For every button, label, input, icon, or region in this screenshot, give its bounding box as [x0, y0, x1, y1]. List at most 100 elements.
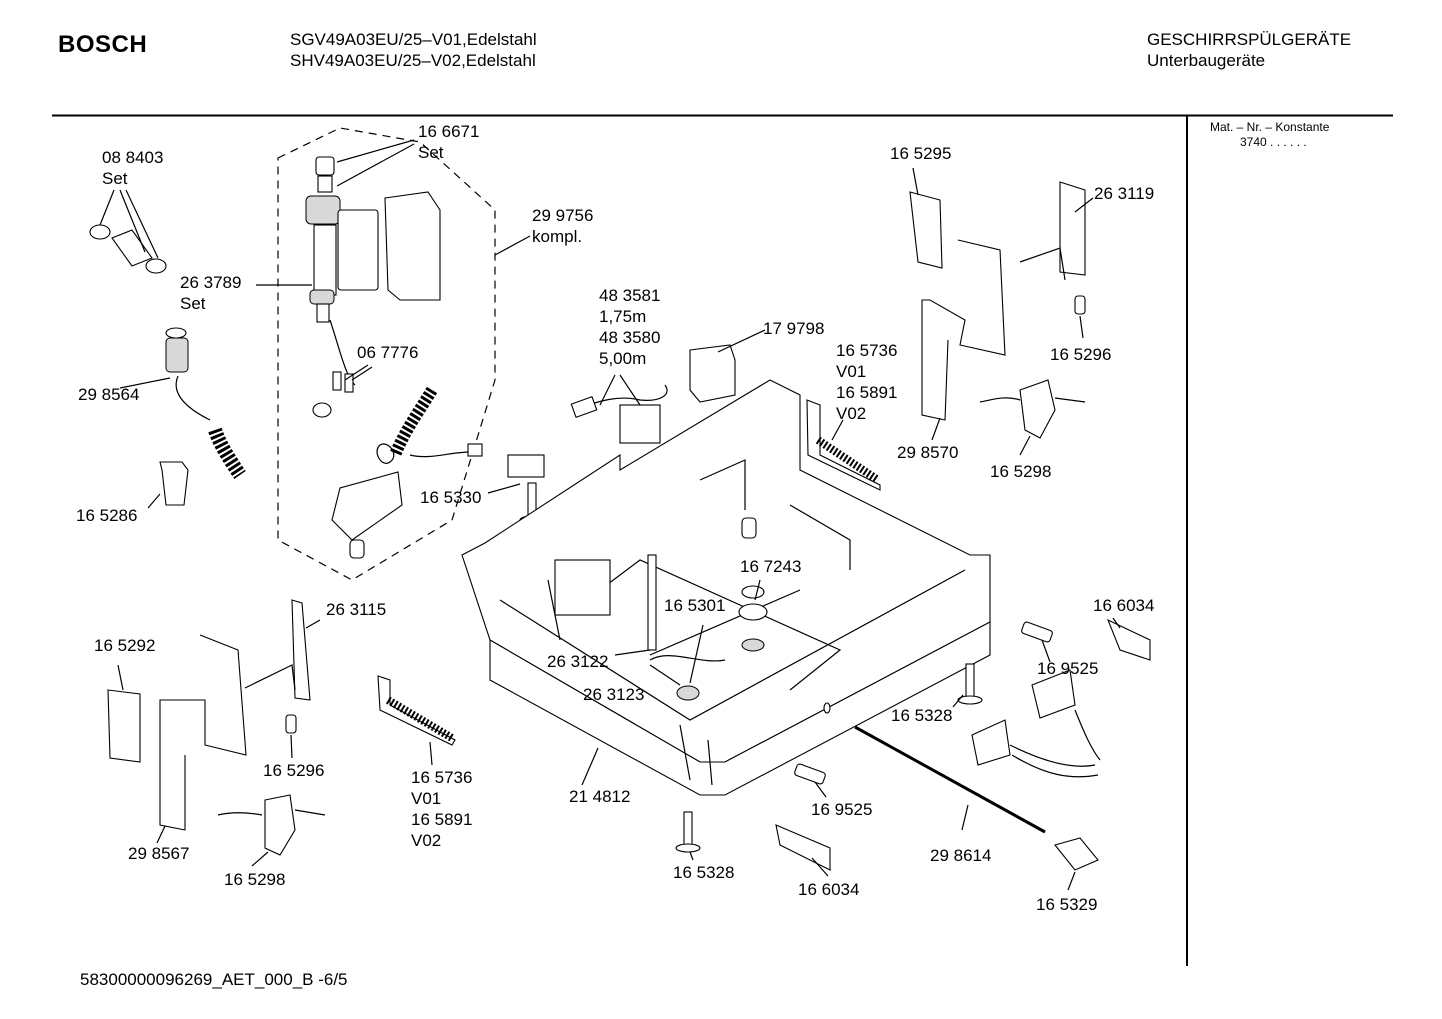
bracket-29-8567-part — [159, 634, 247, 831]
plug-part — [570, 395, 598, 419]
part-label-17-9798: 17 9798 — [763, 319, 825, 338]
spring-part — [806, 399, 881, 491]
part-label-16-5286: 16 5286 — [76, 506, 138, 525]
hose-clamp-set-part — [89, 224, 167, 274]
part-label-16-5736-left: 16 5736 V01 16 5891 V02 — [411, 768, 473, 850]
part-label-29-8614: 29 8614 — [930, 846, 992, 865]
plug-housing-part — [971, 719, 1011, 766]
float-part — [741, 638, 765, 652]
part-label-06-7776: 06 7776 — [357, 343, 419, 362]
clip-16-5286-part — [159, 461, 189, 506]
part-label-21-4812: 21 4812 — [569, 787, 631, 806]
bracket-26-3119-edge — [1019, 247, 1066, 281]
part-label-26-3122: 26 3122 — [547, 652, 609, 671]
cable-part — [409, 451, 471, 458]
screw-head-part — [957, 695, 983, 705]
part-label-16-5328-bottom: 16 5328 — [673, 863, 735, 882]
base-tub-part — [461, 379, 991, 796]
brand-logo: BOSCH — [58, 31, 148, 58]
part-label-16-6034: 16 6034 — [1093, 596, 1155, 615]
lever-part — [649, 655, 726, 662]
connector-part — [332, 371, 342, 391]
part-label-16-5292: 16 5292 — [94, 636, 156, 655]
part-label-16-5301: 16 5301 — [664, 596, 726, 615]
holder-16-5292-part — [107, 689, 141, 763]
part-label-48-3581: 48 3581 1,75m 48 3580 5,00m — [599, 286, 661, 368]
bracket-part — [331, 471, 403, 541]
bracket-29-8570-part — [921, 239, 1006, 421]
part-label-26-3115: 26 3115 — [326, 600, 387, 619]
part-label-16-5736: 16 5736 V01 16 5891 V02 — [836, 341, 898, 423]
cable-part — [294, 809, 326, 816]
seal-part — [738, 603, 768, 621]
part-label-16-5296-left: 16 5296 — [263, 761, 325, 780]
bracket-26-3119-part — [1059, 181, 1086, 276]
disc-part — [676, 685, 700, 701]
cable-part — [979, 397, 1021, 403]
category-line-2: Unterbaugeräte — [1147, 51, 1266, 70]
holder-16-5295-part — [909, 191, 943, 269]
cable-part — [217, 812, 263, 816]
clip-16-5296-part — [1074, 295, 1086, 315]
part-label-26-3789: 26 3789 Set — [180, 273, 242, 313]
connector-16-6034-bottom-part — [775, 824, 831, 871]
clip-16-5296-left-part — [285, 714, 297, 734]
part-label-16-9525: 16 9525 — [1037, 659, 1099, 678]
part-label-16-5329: 16 5329 — [1036, 895, 1098, 914]
wire-bundle-part — [1009, 744, 1096, 767]
part-label-08-8403: 08 8403 Set — [102, 148, 164, 188]
part-label-16-5330: 16 5330 — [420, 488, 482, 507]
nut-part — [312, 402, 332, 418]
screw-16-5328-bottom-part — [683, 811, 693, 847]
part-label-26-3119: 26 3119 — [1094, 184, 1155, 203]
cap-16-5329-part — [1054, 837, 1099, 871]
bellows-hose-part — [165, 327, 246, 479]
rod-29-8614-part — [854, 725, 1046, 834]
part-label-16-5295: 16 5295 — [890, 144, 952, 163]
block-16-5330-part — [507, 454, 545, 478]
screw-16-9525-part — [1021, 621, 1053, 643]
screw-head-part — [675, 843, 701, 853]
hose-part — [389, 386, 438, 458]
inlet-valve-part — [305, 156, 441, 323]
part-label-29-8567: 29 8567 — [128, 844, 190, 863]
part-label-16-6671: 16 6671 Set — [418, 122, 480, 162]
plug-housing-part — [1031, 669, 1076, 719]
bracket-26-3115-part — [291, 599, 311, 701]
model-line-2: SHV49A03EU/25–V02,Edelstahl — [290, 51, 536, 70]
cable-part — [1054, 397, 1086, 403]
sensor-17-9798-part — [689, 344, 736, 403]
part-label-16-5296: 16 5296 — [1050, 345, 1112, 364]
ring-part — [741, 585, 765, 599]
spring-left-part — [377, 675, 456, 746]
screw-16-9525-bottom-part — [794, 763, 826, 785]
category-line-1: GESCHIRRSPÜLGERÄTE — [1147, 30, 1352, 49]
wire-bundle-part — [1074, 709, 1101, 761]
door-switch-16-5298-left-part — [264, 794, 296, 856]
connector-part — [344, 373, 354, 393]
cap-part — [349, 539, 365, 559]
part-label-16-5298-left: 16 5298 — [224, 870, 286, 889]
part-label-16-7243: 16 7243 — [740, 557, 802, 576]
part-label-26-3123: 26 3123 — [583, 685, 645, 704]
door-switch-16-5298-part — [1019, 379, 1056, 439]
document-id: 58300000096269_AET_000_B -6/5 — [80, 970, 348, 989]
part-label-16-5298: 16 5298 — [990, 462, 1052, 481]
part-label-29-8570: 29 8570 — [897, 443, 959, 462]
clip-part — [376, 443, 395, 464]
part-label-29-8564: 29 8564 — [78, 385, 140, 404]
model-line-1: SGV49A03EU/25–V01,Edelstahl — [290, 30, 537, 49]
plug-part — [467, 443, 483, 457]
connector-block-part — [619, 404, 661, 444]
part-label-16-5328: 16 5328 — [891, 706, 953, 725]
leader-lines — [99, 139, 1121, 891]
wire-bundle-part — [1011, 754, 1099, 778]
bracket-26-3115-edge — [244, 664, 296, 691]
part-label-16-6034-bottom: 16 6034 — [798, 880, 860, 899]
part-label-16-9525-bottom: 16 9525 — [811, 800, 873, 819]
part-label-29-9756: 29 9756 kompl. — [532, 206, 594, 246]
screw-16-5328-part — [965, 663, 975, 699]
module-outline — [277, 127, 496, 581]
connector-16-6034-part — [1106, 618, 1151, 661]
